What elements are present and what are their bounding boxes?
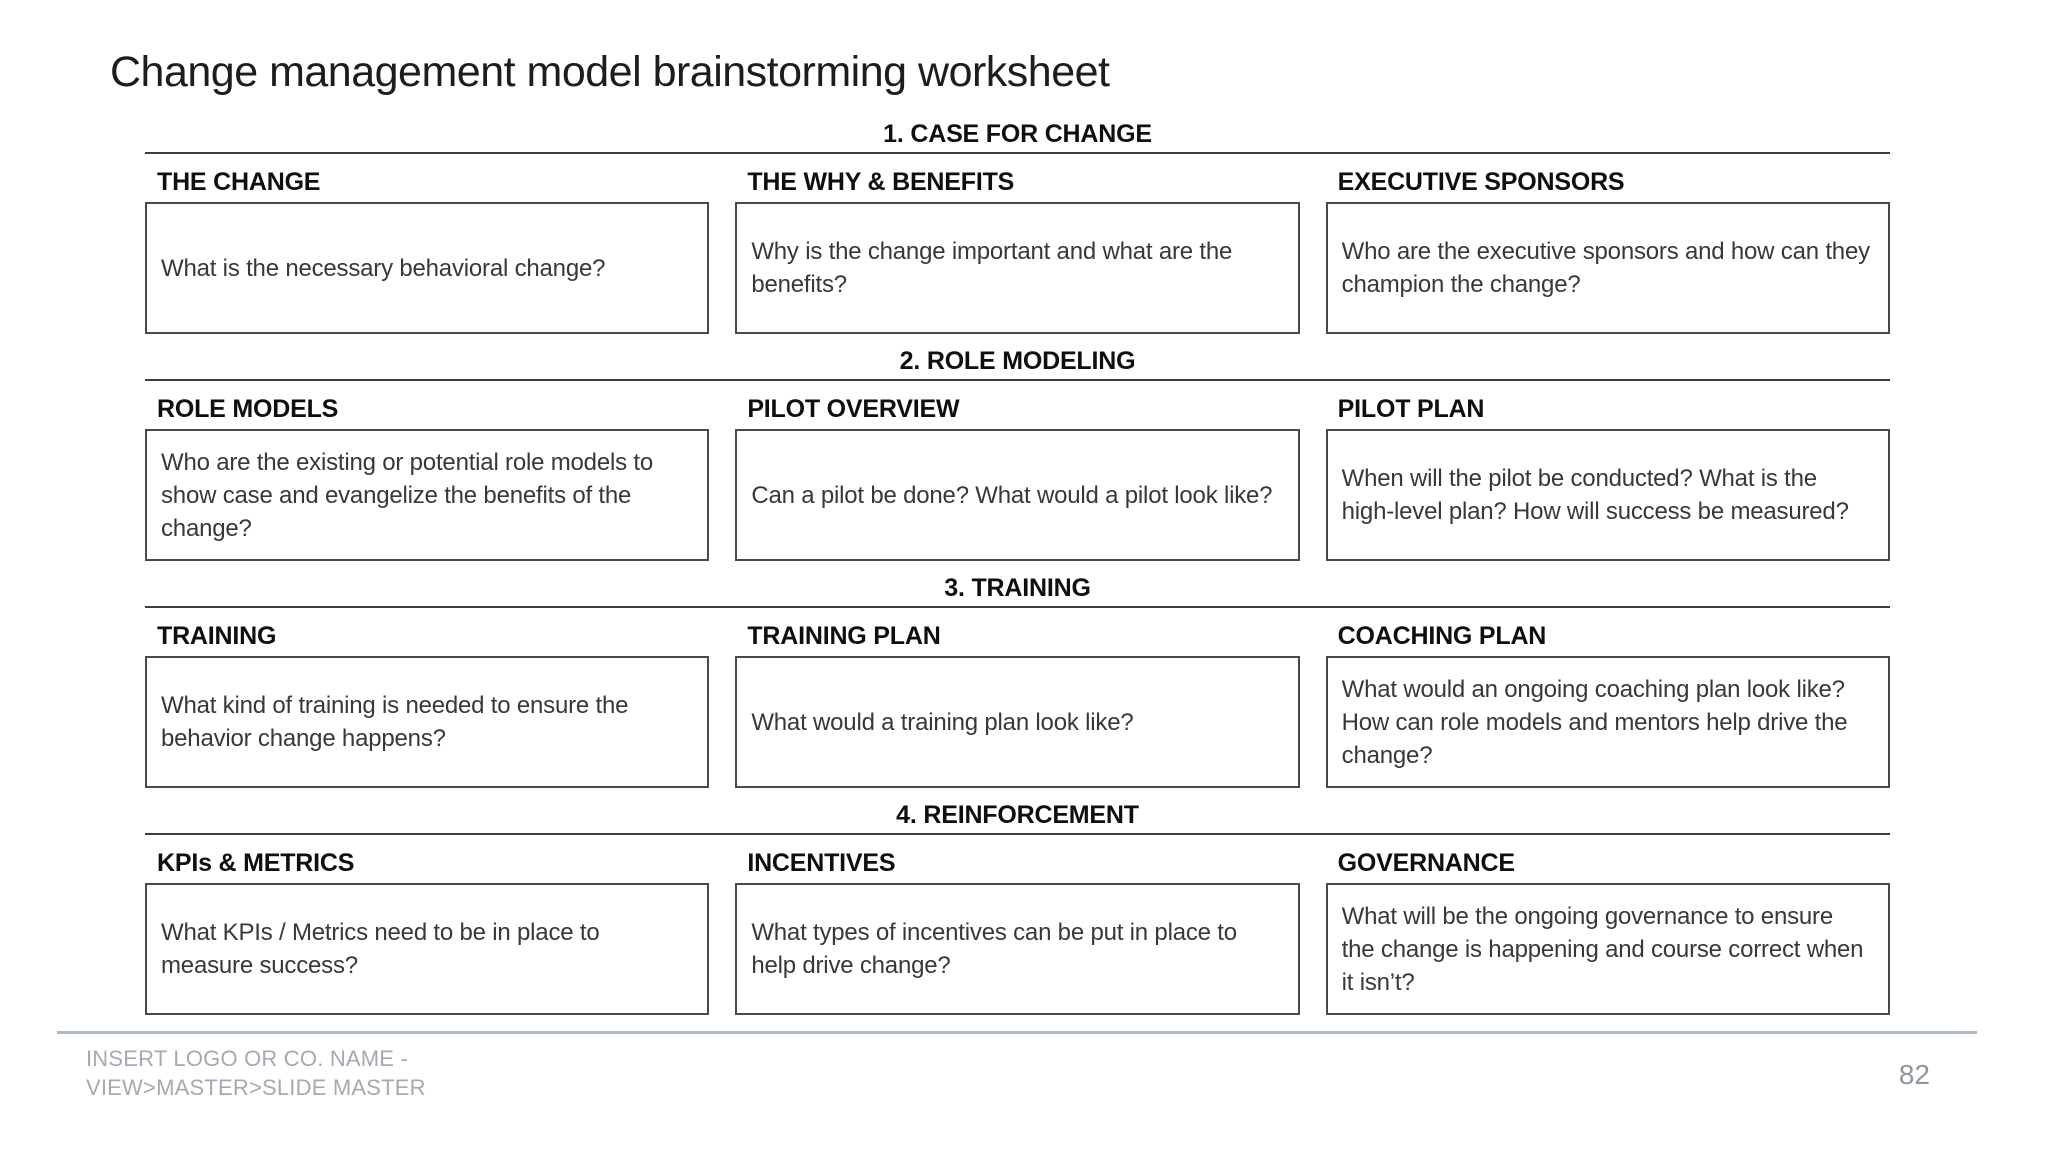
- section-title: 4. REINFORCEMENT: [896, 801, 1139, 829]
- question-text: What will be the ongoing governance to e…: [1341, 902, 1864, 996]
- column-header: INCENTIVES: [747, 849, 896, 877]
- section-divider-line: [145, 379, 1890, 381]
- column-header: TRAINING: [157, 622, 277, 650]
- page-title: Change management model brainstorming wo…: [110, 48, 1110, 96]
- section-title: 2. ROLE MODELING: [899, 347, 1136, 375]
- question-box[interactable]: What will be the ongoing governance to e…: [1325, 883, 1890, 1015]
- question-text: Who are the executive sponsors and how c…: [1341, 238, 1870, 298]
- worksheet-section: 4. REINFORCEMENT KPIs & METRICS What KPIs…: [145, 801, 1890, 1015]
- column: EXECUTIVE SPONSORS Who are the executive …: [1325, 168, 1890, 334]
- column-header: PILOT OVERVIEW: [747, 395, 960, 423]
- column: TRAINING What kind of training is needed …: [145, 622, 710, 788]
- column-header: ROLE MODELS: [157, 395, 339, 423]
- question-box[interactable]: What types of incentives can be put in p…: [735, 883, 1300, 1015]
- column: PILOT PLAN When will the pilot be conduct…: [1325, 395, 1890, 561]
- column: PILOT OVERVIEW Can a pilot be done? What …: [735, 395, 1300, 561]
- footer-note: INSERT LOGO OR CO. NAME - VIEW>MASTER>SL…: [86, 1044, 426, 1102]
- question-text: When will the pilot be conducted? What i…: [1341, 465, 1849, 525]
- worksheet: 1. CASE FOR CHANGE THE CHANGE What is the…: [145, 120, 1890, 1028]
- column-header: THE CHANGE: [157, 168, 321, 196]
- section-row: KPIs & METRICS What KPIs / Metrics need t…: [145, 849, 1890, 1015]
- question-text: What would a training plan look like?: [751, 708, 1134, 736]
- footer-note-line-2: VIEW>MASTER>SLIDE MASTER: [86, 1075, 426, 1100]
- section-row: TRAINING What kind of training is needed …: [145, 622, 1890, 788]
- footer-divider-line: [57, 1031, 1977, 1034]
- worksheet-section: 2. ROLE MODELING ROLE MODELS Who are the …: [145, 347, 1890, 561]
- question-text: What types of incentives can be put in p…: [751, 919, 1237, 979]
- column-header: EXECUTIVE SPONSORS: [1337, 168, 1625, 196]
- column: THE WHY & BENEFITS Why is the change impo…: [735, 168, 1300, 334]
- section-divider-line: [145, 833, 1890, 835]
- question-box[interactable]: What is the necessary behavioral change?: [145, 202, 710, 334]
- worksheet-section: 3. TRAINING TRAINING What kind of trainin…: [145, 574, 1890, 788]
- column: GOVERNANCE What will be the ongoing gover…: [1325, 849, 1890, 1015]
- worksheet-section: 1. CASE FOR CHANGE THE CHANGE What is the…: [145, 120, 1890, 334]
- section-row: THE CHANGE What is the necessary behavior…: [145, 168, 1890, 334]
- question-text: What would an ongoing coaching plan look…: [1341, 675, 1848, 769]
- page-number: 82: [1898, 1059, 1930, 1090]
- question-text: What KPIs / Metrics need to be in place …: [161, 919, 600, 979]
- question-text: Can a pilot be done? What would a pilot …: [751, 481, 1273, 509]
- question-box[interactable]: Why is the change important and what are…: [735, 202, 1300, 334]
- column: THE CHANGE What is the necessary behavior…: [145, 168, 710, 334]
- question-box[interactable]: What would a training plan look like?: [735, 656, 1300, 788]
- column: COACHING PLAN What would an ongoing coach…: [1325, 622, 1890, 788]
- footer-note-line-1: INSERT LOGO OR CO. NAME -: [86, 1046, 409, 1071]
- column: TRAINING PLAN What would a training plan …: [735, 622, 1300, 788]
- column-header: GOVERNANCE: [1337, 849, 1515, 877]
- question-box[interactable]: Can a pilot be done? What would a pilot …: [735, 429, 1300, 561]
- column-header: THE WHY & BENEFITS: [747, 168, 1015, 196]
- question-box[interactable]: Who are the existing or potential role m…: [145, 429, 710, 561]
- column: KPIs & METRICS What KPIs / Metrics need t…: [145, 849, 710, 1015]
- question-text: Why is the change important and what are…: [751, 238, 1233, 298]
- question-box[interactable]: What KPIs / Metrics need to be in place …: [145, 883, 710, 1015]
- question-text: What is the necessary behavioral change?: [161, 254, 606, 282]
- section-title: 1. CASE FOR CHANGE: [883, 120, 1152, 148]
- section-divider-line: [145, 606, 1890, 608]
- question-box[interactable]: When will the pilot be conducted? What i…: [1325, 429, 1890, 561]
- question-text: Who are the existing or potential role m…: [161, 448, 653, 542]
- question-box[interactable]: What would an ongoing coaching plan look…: [1325, 656, 1890, 788]
- column-header: COACHING PLAN: [1337, 622, 1547, 650]
- column-header: PILOT PLAN: [1337, 395, 1485, 423]
- section-row: ROLE MODELS Who are the existing or poten…: [145, 395, 1890, 561]
- section-title: 3. TRAINING: [944, 574, 1091, 602]
- column: INCENTIVES What types of incentives can b…: [735, 849, 1300, 1015]
- section-divider-line: [145, 152, 1890, 154]
- column: ROLE MODELS Who are the existing or poten…: [145, 395, 710, 561]
- column-header: TRAINING PLAN: [747, 622, 941, 650]
- question-text: What kind of training is needed to ensur…: [161, 692, 629, 752]
- question-box[interactable]: Who are the executive sponsors and how c…: [1325, 202, 1890, 334]
- question-box[interactable]: What kind of training is needed to ensur…: [145, 656, 710, 788]
- column-header: KPIs & METRICS: [157, 849, 355, 877]
